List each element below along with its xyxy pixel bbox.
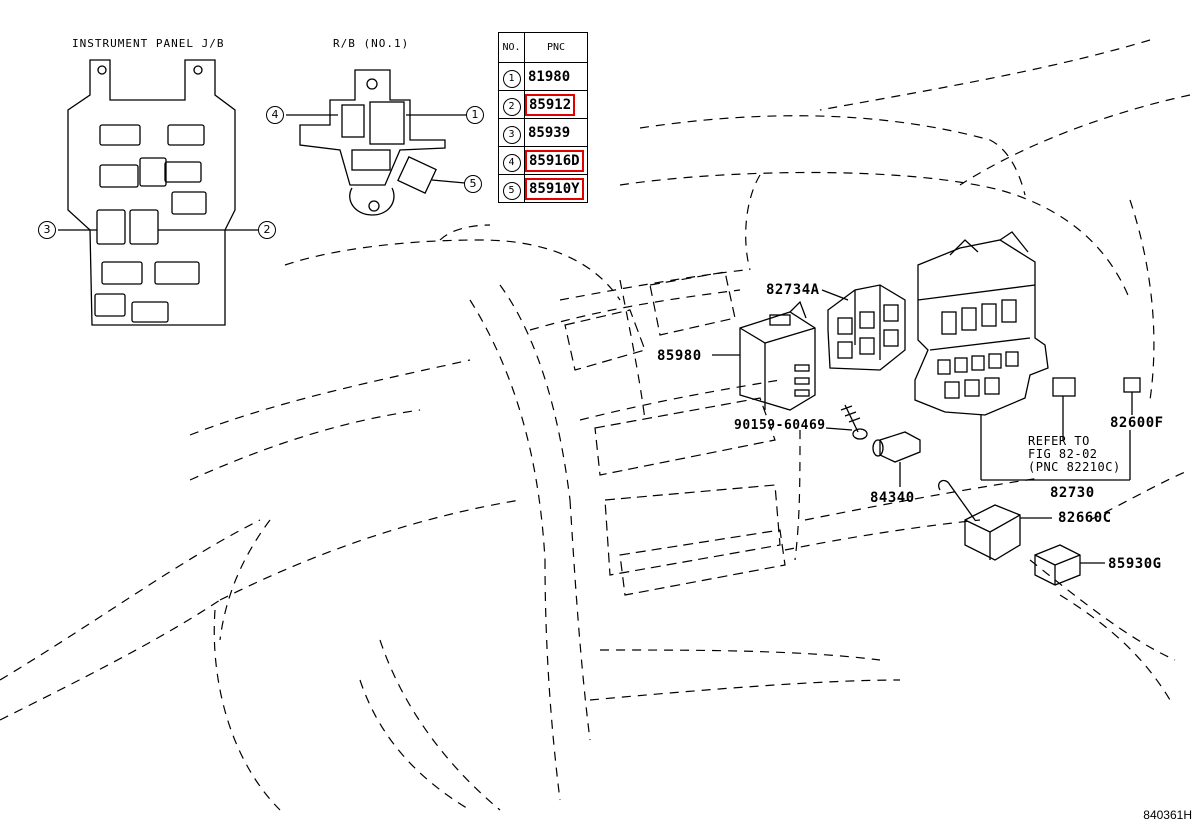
pnc-code-text: 81980: [528, 68, 571, 85]
pnc-table-row: 1 81980: [498, 62, 588, 91]
relay-block-no1-drawing: [286, 69, 466, 216]
pnc-row-number: 1: [498, 62, 525, 91]
part-85980-drawing: [712, 300, 816, 411]
row-number-circle: 5: [502, 181, 521, 200]
header-pnc: PNC: [524, 32, 588, 63]
instrument-panel-jb-heading: INSTRUMENT PANEL J/B: [72, 37, 225, 50]
part-82660C-drawing: [938, 479, 1052, 561]
pnc-row-code[interactable]: 85916D: [524, 146, 588, 175]
part-label-85930G[interactable]: 85930G: [1108, 556, 1162, 572]
pnc-table-header: NO. PNC: [498, 32, 588, 63]
part-label-82660C[interactable]: 82660C: [1058, 510, 1112, 526]
pnc-row-code[interactable]: 85910Y: [524, 174, 588, 203]
pnc-code-text: 85939: [528, 124, 571, 141]
refer-line-3: (PNC 82210C): [1028, 460, 1121, 474]
pnc-row-number: 4: [498, 146, 525, 175]
pnc-row-code[interactable]: 85939: [524, 118, 588, 147]
part-label-82730[interactable]: 82730: [1050, 485, 1095, 501]
part-82734A-drawing: [821, 284, 906, 371]
rb-no1-heading: R/B (NO.1): [333, 37, 410, 50]
part-label-85980[interactable]: 85980: [657, 348, 702, 364]
part-label-82600F[interactable]: 82600F: [1110, 415, 1164, 431]
refer-note: REFER TO FIG 82-02 (PNC 82210C): [1028, 435, 1121, 474]
pnc-table-row: 3 85939: [498, 118, 588, 147]
pnc-row-number: 5: [498, 174, 525, 203]
callout-rb-right: 1: [466, 106, 484, 124]
diagram-id: 840361H: [1143, 808, 1192, 822]
part-screw-drawing: [825, 404, 868, 440]
instrument-panel-jb-drawing: [58, 59, 258, 326]
row-number-circle: 4: [502, 153, 521, 172]
part-82730-drawing: [914, 231, 1131, 481]
callout-jb-right: 2: [258, 221, 276, 239]
part-85930G-drawing: [1034, 544, 1105, 586]
part-label-90159-60469[interactable]: 90159-60469: [734, 418, 826, 433]
row-number-circle: 1: [502, 69, 521, 88]
pnc-code-text: 85912: [524, 93, 576, 116]
pnc-code-text: 85916D: [525, 149, 584, 172]
part-84340-drawing: [872, 431, 921, 487]
pnc-row-number: 3: [498, 118, 525, 147]
part-label-82734A[interactable]: 82734A: [766, 282, 820, 298]
row-number-circle: 2: [502, 97, 521, 116]
refer-line-2: FIG 82-02: [1028, 447, 1098, 461]
refer-line-1: REFER TO: [1028, 434, 1090, 448]
row-number-circle: 3: [502, 125, 521, 144]
header-no: NO.: [498, 32, 525, 63]
callout-rb-left: 4: [266, 106, 284, 124]
part-label-84340[interactable]: 84340: [870, 490, 915, 506]
pnc-row-number: 2: [498, 90, 525, 119]
pnc-code-text: 85910Y: [525, 177, 584, 200]
part-small-relays-drawing: [1052, 377, 1141, 440]
dashboard-outline: [0, 39, 1191, 811]
callout-rb-bottom: 5: [464, 175, 482, 193]
pnc-row-code[interactable]: 85912: [524, 90, 588, 119]
dashboard-openings: [564, 271, 786, 596]
pnc-row-code[interactable]: 81980: [524, 62, 588, 91]
callout-jb-left: 3: [38, 221, 56, 239]
